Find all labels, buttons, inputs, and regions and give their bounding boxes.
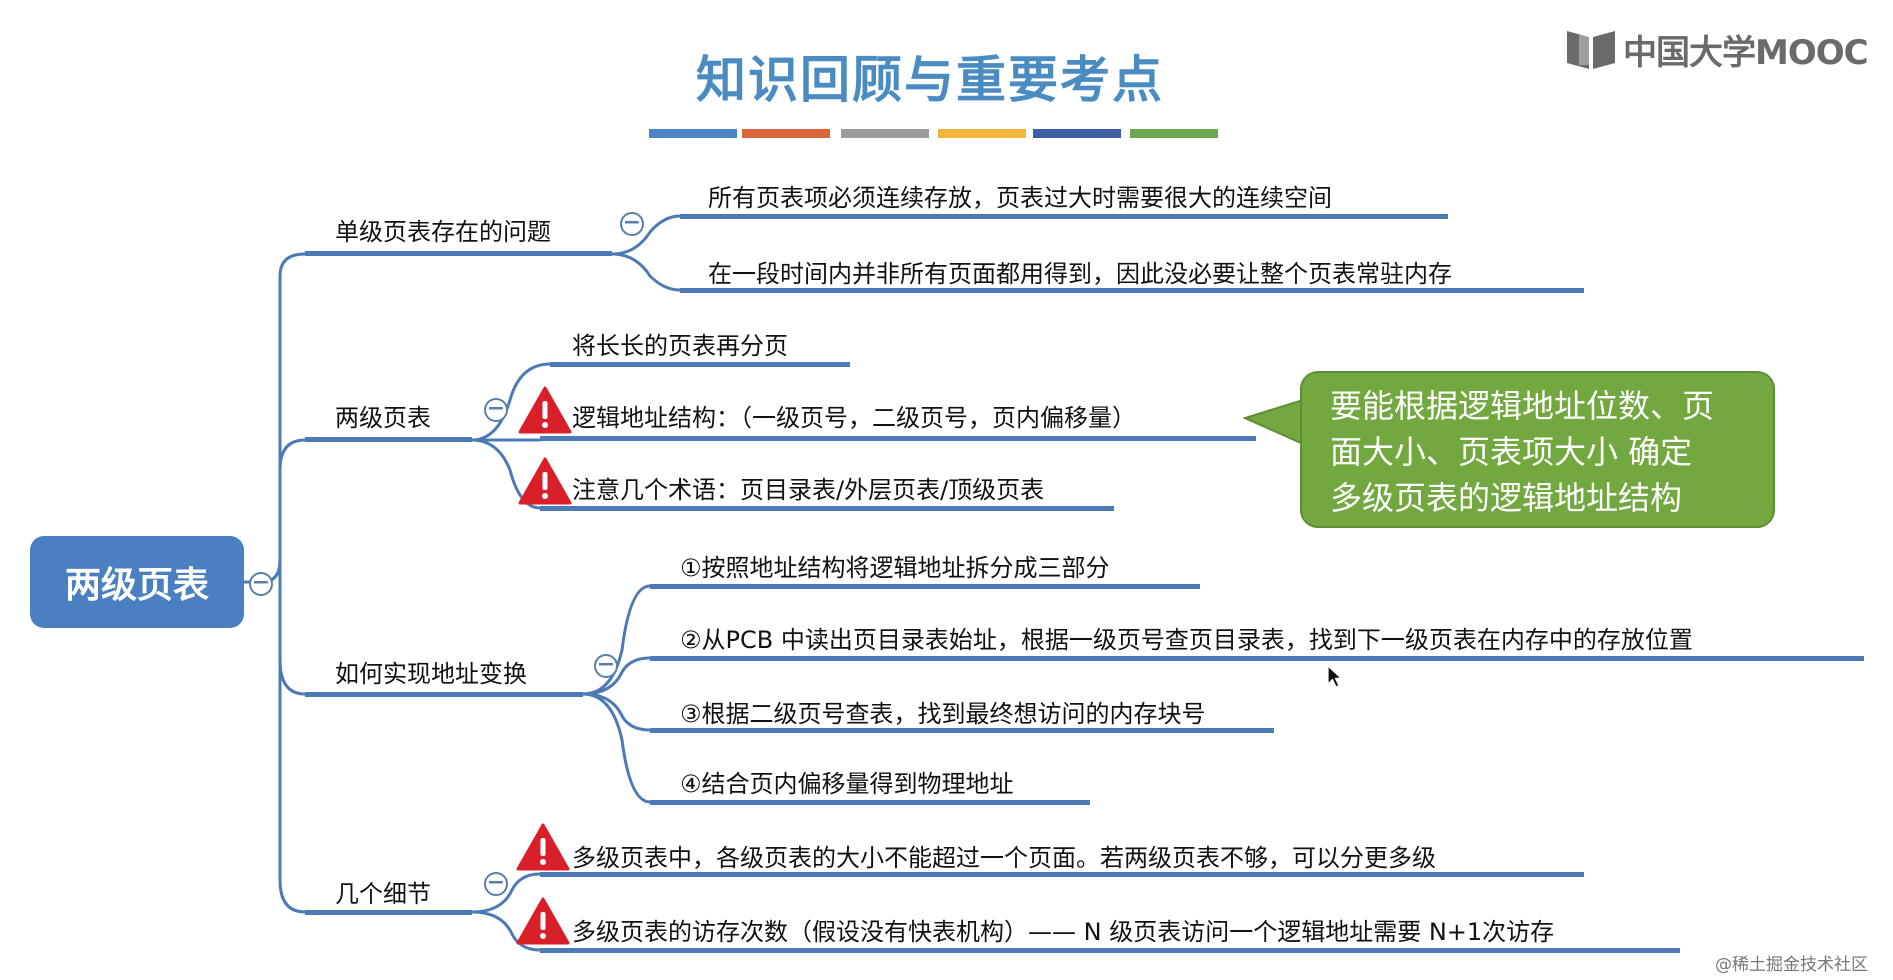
connector-b4-c2 [471, 910, 541, 952]
connector-root-branch-3 [278, 659, 306, 696]
connector-b3-c2 [582, 656, 651, 696]
callout-line: 要能根据逻辑地址位数、页 [1330, 387, 1715, 425]
leaf-underline [540, 436, 1256, 441]
branch-underline [305, 910, 472, 915]
callout-box: 要能根据逻辑地址位数、页 面大小、页表项大小 确定 多级页表的逻辑地址结构 [1300, 371, 1775, 528]
mooc-logo-icon [1567, 31, 1615, 69]
connector-root-branch-2 [278, 438, 306, 471]
branch-label-address-translation[interactable]: 如何实现地址变换 [335, 660, 527, 688]
leaf-text: ②从PCB 中读出页目录表始址，根据一级页号查页目录表，找到下一级页表在内存中的… [680, 626, 1693, 654]
root-collapse-button[interactable]: − [249, 572, 273, 596]
leaf-text: 所有页表项必须连续存放，页表过大时需要很大的连续空间 [708, 184, 1332, 212]
leaf-text: ④结合页内偏移量得到物理地址 [680, 770, 1014, 798]
color-bar-2 [742, 129, 830, 138]
branch-underline [305, 692, 583, 697]
connector-b2-c1 [471, 362, 551, 442]
leaf-underline [650, 800, 1090, 805]
color-bar-4 [938, 129, 1026, 138]
warning-icon [516, 823, 570, 871]
color-bar-1 [649, 129, 737, 138]
callout-line: 面大小、页表项大小 确定 [1330, 433, 1693, 471]
leaf-text: 注意几个术语：页目录表/外层页表/顶级页表 [572, 476, 1045, 504]
connector-root-branch-1 [244, 252, 306, 584]
leaf-underline [650, 728, 1274, 733]
page-title: 知识回顾与重要考点 [696, 51, 1164, 109]
connector-b2-c3 [471, 438, 541, 510]
mooc-logo: 中国大学MOOC [1565, 22, 1869, 76]
mouse-cursor-icon [1327, 664, 1343, 688]
leaf-underline [680, 288, 1584, 293]
branch-label-two-level-page-table[interactable]: 两级页表 [335, 404, 431, 432]
branch-1-collapse-button[interactable]: − [620, 212, 644, 236]
connector-b3-c4 [582, 692, 651, 804]
connector-b1-c1 [611, 214, 681, 256]
branch-4-collapse-button[interactable]: − [484, 872, 508, 896]
connector-b4-c1 [471, 872, 541, 914]
leaf-text: 将长长的页表再分页 [572, 332, 788, 360]
branch-3-collapse-button[interactable]: − [594, 654, 618, 678]
warning-icon [518, 386, 572, 434]
branch-label-single-level-problems[interactable]: 单级页表存在的问题 [335, 218, 551, 246]
leaf-text: 在一段时间内并非所有页面都用得到，因此没必要让整个页表常驻内存 [708, 260, 1452, 288]
branch-label-details[interactable]: 几个细节 [335, 880, 431, 908]
color-bar-5 [1033, 129, 1121, 138]
leaf-underline [550, 362, 850, 367]
color-bar-3 [841, 129, 929, 138]
leaf-text: 逻辑地址结构：（一级页号，二级页号，页内偏移量） [572, 404, 1136, 432]
leaf-underline [650, 656, 1864, 661]
callout-pointer [1243, 398, 1304, 446]
leaf-text: ①按照地址结构将逻辑地址拆分成三部分 [680, 554, 1110, 582]
leaf-underline [540, 948, 1680, 953]
connector-b1-c2 [611, 252, 681, 292]
warning-icon [516, 897, 570, 945]
connector-b3-c3 [582, 692, 651, 732]
branch-2-collapse-button[interactable]: − [484, 398, 508, 422]
color-bar-6 [1130, 129, 1218, 138]
leaf-underline [650, 584, 1200, 589]
leaf-underline [680, 214, 1448, 219]
callout-line: 多级页表的逻辑地址结构 [1330, 479, 1683, 517]
leaf-underline [540, 506, 1114, 511]
leaf-text: ③根据二级页号查表，找到最终想访问的内存块号 [680, 700, 1206, 728]
watermark: @稀土掘金技术社区 [1715, 955, 1868, 975]
branch-underline [305, 251, 612, 256]
connector-root-branch-4 [278, 560, 306, 914]
leaf-text: 多级页表中，各级页表的大小不能超过一个页面。若两级页表不够，可以分更多级 [572, 844, 1436, 872]
leaf-underline [540, 872, 1584, 877]
root-node[interactable]: 两级页表 [30, 536, 244, 628]
warning-icon [518, 457, 572, 505]
mooc-logo-text: 中国大学MOOC [1623, 32, 1869, 73]
connector-b3-c1 [582, 584, 651, 696]
leaf-text: 多级页表的访存次数（假设没有快表机构）—— N 级页表访问一个逻辑地址需要 N+… [572, 918, 1555, 946]
branch-underline [305, 437, 472, 442]
